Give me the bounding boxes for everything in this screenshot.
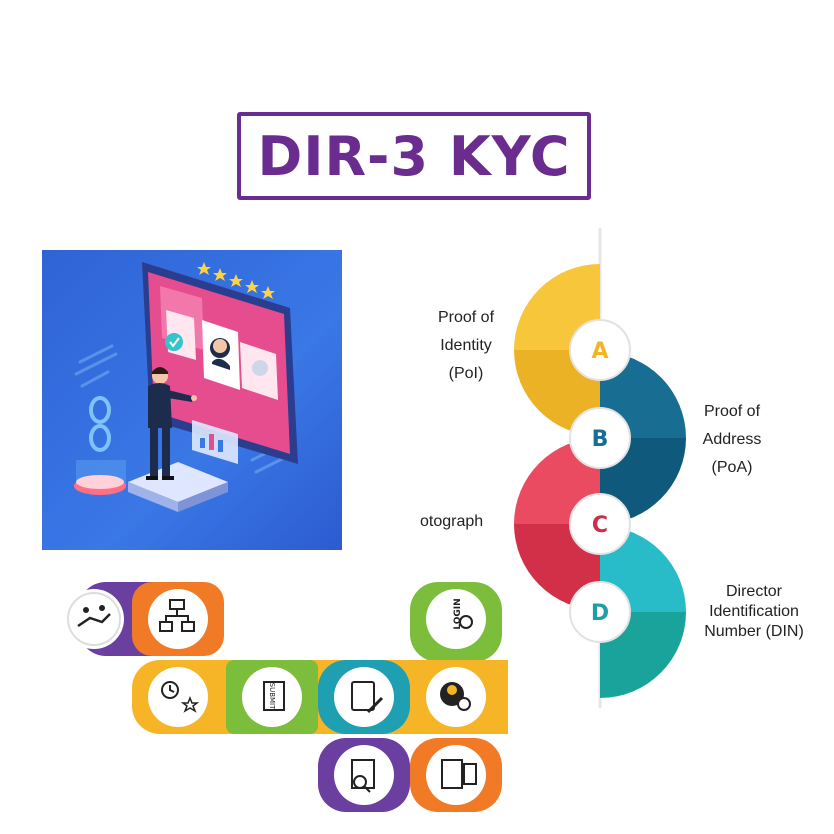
login-text: LOGIN bbox=[453, 598, 463, 629]
letter-circle-d: D bbox=[569, 581, 631, 643]
documents-infographic: A B C D bbox=[420, 228, 830, 708]
login-icon: LOGIN bbox=[426, 589, 486, 649]
letter-circle-b: B bbox=[569, 407, 631, 469]
monitor bbox=[142, 262, 298, 464]
hand-network-icon bbox=[64, 589, 124, 649]
letter-circle-a: A bbox=[569, 319, 631, 381]
process-flow: SUBMIT LOGIN bbox=[38, 578, 542, 818]
submit-hand-icon: SUBMIT bbox=[242, 667, 302, 727]
hologram-rings bbox=[89, 396, 111, 452]
letter-a: A bbox=[591, 339, 608, 364]
letter-b: B bbox=[592, 427, 609, 452]
submit-doc-icon bbox=[426, 745, 486, 805]
illustration-svg bbox=[74, 262, 298, 512]
title-box: DIR-3 KYC bbox=[237, 112, 591, 200]
infographic-svg: A B C D bbox=[514, 228, 686, 708]
letter-circle-c: C bbox=[569, 493, 631, 555]
process-flow-svg: SUBMIT LOGIN bbox=[64, 582, 542, 812]
document-search-icon bbox=[334, 745, 394, 805]
tablet-pen-icon bbox=[334, 667, 394, 727]
submit-text: SUBMIT bbox=[268, 683, 276, 710]
label-director-identification-number: Director Identification Number (DIN) bbox=[704, 583, 804, 640]
letter-d: D bbox=[591, 601, 609, 626]
flowchart-icon bbox=[148, 589, 208, 649]
person bbox=[146, 367, 197, 480]
chart-panel bbox=[192, 420, 238, 464]
kyc-illustration bbox=[42, 250, 342, 550]
label-proof-of-address: Proof of Address (PoA) bbox=[702, 403, 762, 476]
user-check-icon bbox=[426, 667, 486, 727]
letter-c: C bbox=[592, 513, 608, 538]
clock-star-icon bbox=[148, 667, 208, 727]
page-title: DIR-3 KYC bbox=[257, 124, 571, 188]
label-proof-of-identity: Proof of Identity (PoI) bbox=[437, 309, 495, 382]
rating-stars bbox=[197, 262, 275, 299]
label-photograph: otograph bbox=[420, 513, 484, 530]
